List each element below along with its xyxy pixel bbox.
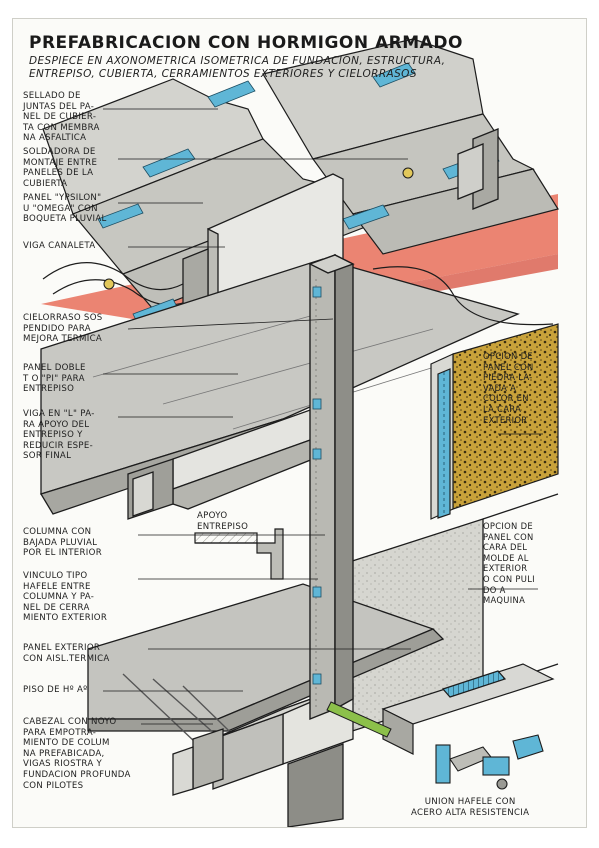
label-stone-panel-option: OPCION DE PANEL CON PIEDRA LA- VADA A CO… [483,351,534,425]
label-l-beam: VIGA EN "L" PA- RA APOYO DEL ENTREPISO Y… [23,409,95,462]
main-column [308,253,355,721]
hafele-union-detail [435,734,544,790]
label-gutter-beam: VIGA CANALETA [23,241,96,251]
label-concrete-floor: PISO DE Hº Aº [23,685,88,695]
label-panel-ypsilon: PANEL "YPSILON" U "OMEGA" CON BOQUETA PL… [23,193,107,225]
label-joint-sealing: SELLADO DE JUNTAS DEL PA- NEL DE CUBIER-… [23,91,100,144]
support-detail [194,528,284,580]
label-floor-support: APOYO ENTREPISO [197,511,249,532]
stone-panel [430,323,559,520]
l-beam [127,408,314,520]
leader-lines [103,108,543,725]
tie-beam-right [381,663,555,755]
drain-pipe [326,701,392,738]
interior-wall-outline [372,266,554,326]
label-mold-face-option: OPCION DE PANEL CON CARA DEL MOLDE AL EX… [483,521,535,606]
label-hafele-union: UNION HAFELE CON ACERO ALTA RESISTENCIA [411,797,530,818]
page-title: PREFABRICACION CON HORMIGON ARMADO [29,33,463,53]
column-connectors [312,286,322,685]
roof-welding-bolts [103,167,414,290]
axonometric-drawing [40,38,559,827]
label-column-drain: COLUMNA CON BAJADA PLUVIAL POR EL INTERI… [23,527,102,559]
label-hafele-link: VINCULO TIPO HAFELE ENTRE COLUMNA Y PA- … [23,571,108,624]
label-welding-plate: SOLDADORA DE MONTAJE ENTRE PANELES DE LA… [23,147,98,189]
label-pile-cap: CABEZAL CON NOYO PARA EMPOTRA- MIENTO DE… [23,717,131,791]
label-exterior-panel: PANEL EXTERIOR CON AISL.TERMICA [23,643,110,664]
subtitle-line-2: ENTREPISO, CUBIERTA, CERRAMIENTOS EXTERI… [29,68,417,80]
subtitle-line-1: DESPIECE EN AXONOMETRICA ISOMETRICA DE F… [29,55,446,67]
drawing-sheet: PREFABRICACION CON HORMIGON ARMADO DESPI… [12,18,587,828]
label-suspended-ceiling: CIELORRASO SOS PENDIDO PARA MEJORA TERMI… [23,313,103,345]
label-double-t-panel: PANEL DOBLE T O "PI" PARA ENTREPISO [23,363,86,395]
